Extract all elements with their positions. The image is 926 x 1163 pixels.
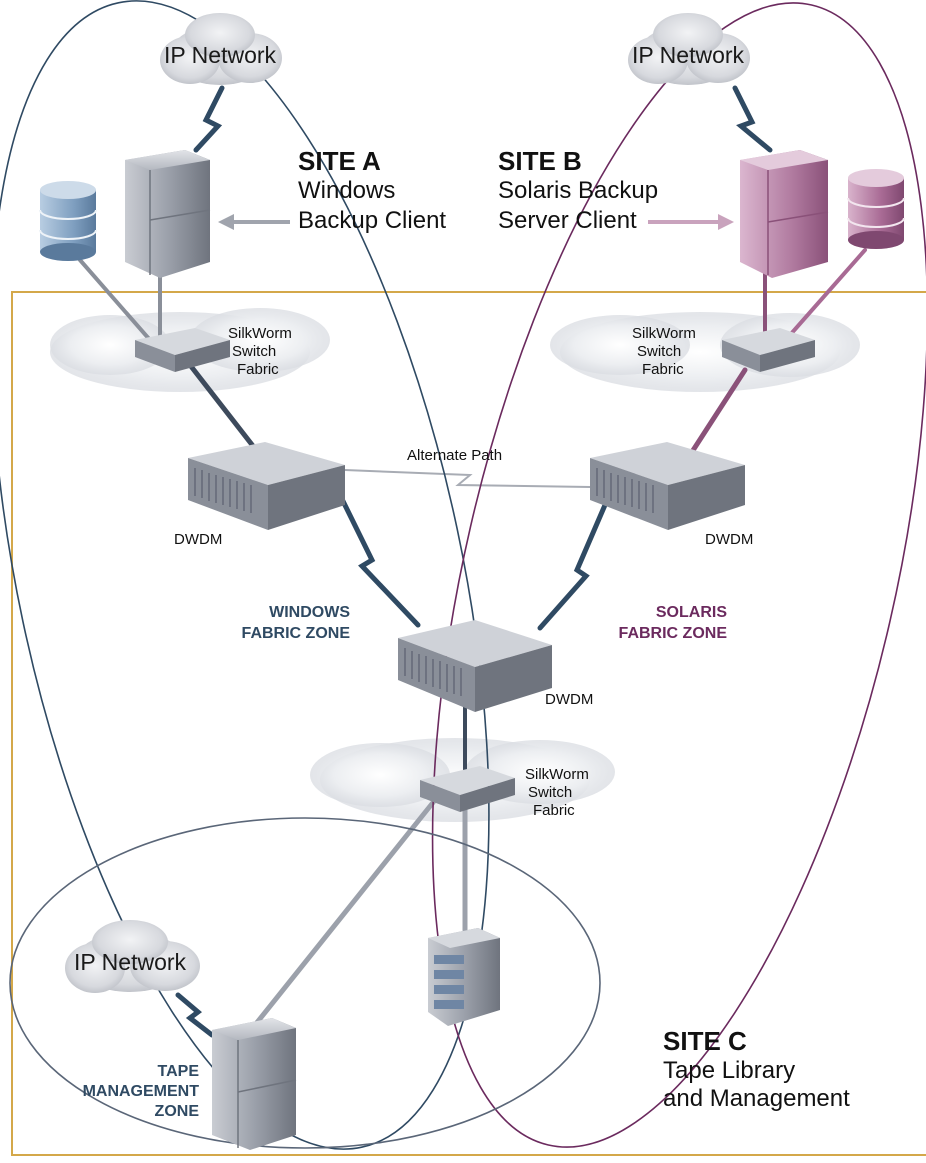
site-a-line2: Backup Client	[298, 207, 446, 234]
switch-fabric-line1: SilkWorm	[525, 766, 589, 783]
site-b-arrow	[648, 214, 734, 230]
cloud-icon	[160, 13, 282, 85]
tape-library-icon	[428, 928, 500, 1026]
cloud-icon	[65, 920, 200, 993]
dwdm-label-b: DWDM	[705, 531, 753, 548]
site-a-arrow	[218, 214, 290, 230]
server-icon	[212, 1018, 297, 1150]
cloud-icon	[628, 13, 750, 85]
ip-network-label-c: IP Network	[74, 949, 187, 975]
windows-zone-line1: WINDOWS	[269, 604, 350, 621]
switch-fabric-line1: SilkWorm	[632, 325, 696, 342]
switch-fabric-label-b: SilkWorm Switch Fabric	[632, 325, 696, 378]
switch-fabric-label-c: SilkWorm Switch Fabric	[525, 766, 589, 819]
switch-fabric-line3: Fabric	[533, 802, 575, 819]
switch-fabric-line3: Fabric	[237, 361, 279, 378]
server-icon	[740, 150, 829, 278]
site-a-line1: Windows	[298, 177, 395, 204]
ip-network-cloud-c: IP Network	[65, 920, 200, 993]
solaris-zone-line1: SOLARIS	[656, 604, 727, 621]
switch-fabric-label-a: SilkWorm Switch Fabric	[228, 325, 292, 378]
site-a-title: SITE A	[298, 146, 381, 176]
site-b-title: SITE B	[498, 146, 582, 176]
switch-fabric-line2: Switch	[528, 784, 572, 801]
windows-zone-line2: FABRIC ZONE	[242, 625, 351, 642]
dwdm-label-center: DWDM	[545, 691, 593, 708]
site-b-line2: Server Client	[498, 207, 637, 234]
dwdm-icon	[398, 620, 552, 712]
solaris-zone-line2: FABRIC ZONE	[619, 625, 728, 642]
connections	[78, 85, 867, 1038]
solaris-fabric-zone-outline	[431, 2, 926, 1148]
alternate-path-label: Alternate Path	[407, 447, 502, 464]
dwdm-label-a: DWDM	[174, 531, 222, 548]
site-c-boundary	[11, 291, 926, 1156]
ip-network-label-a: IP Network	[164, 42, 277, 68]
ip-network-label-b: IP Network	[632, 42, 745, 68]
site-c-title: SITE C	[663, 1026, 747, 1056]
tape-management-zone-outline	[9, 817, 601, 1149]
switch-icon	[722, 328, 815, 372]
server-icon	[125, 150, 211, 278]
switch-icon	[135, 328, 230, 372]
tape-zone-line1: TAPE	[158, 1063, 200, 1080]
dwdm-icon	[188, 442, 345, 530]
dwdm-icon	[590, 442, 745, 530]
switch-fabric-line2: Switch	[637, 343, 681, 360]
switch-fabric-line2: Switch	[232, 343, 276, 360]
tape-zone-line3: ZONE	[155, 1103, 200, 1120]
switch-icon	[420, 766, 515, 812]
site-c-line2: and Management	[663, 1085, 850, 1112]
database-icon	[847, 169, 905, 249]
windows-fabric-zone-outline	[0, 0, 490, 1150]
switch-fabric-line1: SilkWorm	[228, 325, 292, 342]
switch-fabric-line3: Fabric	[642, 361, 684, 378]
ip-network-cloud-b: IP Network	[628, 13, 750, 85]
site-c-line1: Tape Library	[663, 1057, 795, 1084]
ip-network-cloud-a: IP Network	[160, 13, 282, 85]
tape-zone-line2: MANAGEMENT	[83, 1083, 200, 1100]
site-b-line1: Solaris Backup	[498, 177, 658, 204]
database-icon	[39, 181, 97, 261]
